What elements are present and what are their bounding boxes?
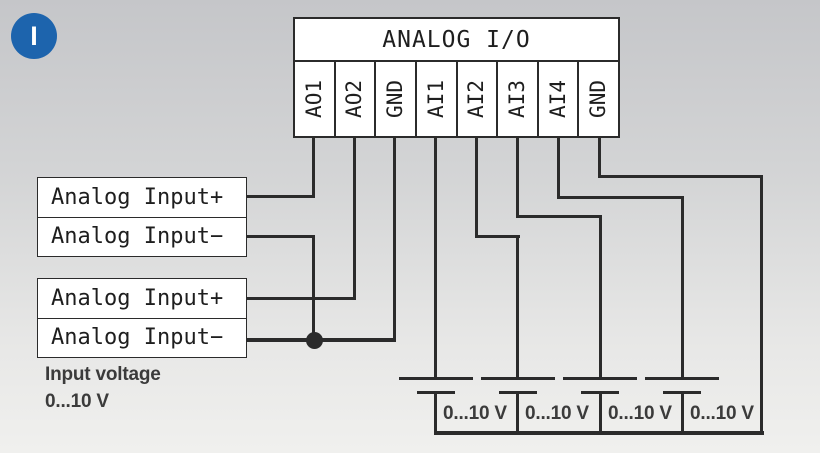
wire-ai2-horizontal [475,235,520,238]
wire-junction-dot [306,332,323,349]
pin-label: AO2 [342,80,367,118]
wire-ai3-horizontal [516,215,602,218]
input-voltage-caption: Input voltage 0...10 V [45,361,161,415]
pin-label: AI3 [504,80,529,118]
wire-ao2-horizontal [247,297,356,300]
wire-ai4-vertical-lower [681,196,684,379]
battery-3-long-plate-icon [563,377,637,380]
battery-1-tail-wire [434,391,437,433]
wire-gnd2-horizontal [598,175,763,178]
wire-ai3-vertical-lower [599,215,602,379]
terminal-pin-gnd1: GND [376,62,417,136]
voltage-source-label-3: 0...10 V [608,403,672,424]
analog-input-minus-label-1: Analog Input− [51,224,224,250]
analog-io-terminal-block: ANALOG I/O AO1 AO2 GND AI1 AI2 AI3 AI4 G… [293,17,620,138]
caption-line-2: 0...10 V [45,391,109,412]
pin-label: GND [383,80,408,118]
wire-gnd1-vertical [393,138,396,341]
wire-ai4-horizontal [557,196,684,199]
wire-ai3-vertical-upper [516,138,519,218]
analog-input-plus-label-2: Analog Input+ [38,279,246,319]
terminal-block-title: ANALOG I/O [295,19,618,62]
terminal-pin-ai3: AI3 [498,62,539,136]
terminal-pin-row: AO1 AO2 GND AI1 AI2 AI3 AI4 GND [295,62,618,136]
voltage-source-label-1: 0...10 V [443,403,507,424]
battery-2-long-plate-icon [481,377,555,380]
battery-3-tail-wire [599,391,602,433]
analog-input-plus-label-1: Analog Input+ [38,178,246,218]
pin-label: AO1 [301,80,326,118]
wire-ao1-horizontal [247,195,315,198]
terminal-pin-ai4: AI4 [539,62,580,136]
battery-1-long-plate-icon [399,377,473,380]
wire-ai4-vertical-upper [557,138,560,199]
terminal-pin-ao1: AO1 [295,62,336,136]
wire-ground-bus [434,431,764,435]
voltage-source-label-4: 0...10 V [690,403,754,424]
info-step-badge: I [11,13,57,59]
wire-gnd2-vertical-lower [760,175,763,435]
wire-ai2-vertical-lower [516,235,519,379]
pin-label: AI4 [545,80,570,118]
terminal-pin-ai1: AI1 [417,62,458,136]
input-box-group-2: Analog Input+ Analog Input− [37,278,247,358]
voltage-source-label-2: 0...10 V [525,403,589,424]
wire-ai1-vertical [434,138,437,379]
wire-branch-horizontal [247,235,315,238]
terminal-pin-ao2: AO2 [336,62,377,136]
pin-label: AI2 [464,80,489,118]
terminal-pin-ai2: AI2 [458,62,499,136]
battery-4-long-plate-icon [645,377,719,380]
info-step-badge-label: I [30,20,38,51]
terminal-pin-gnd2: GND [579,62,618,136]
wire-ao1-vertical [312,138,315,198]
pin-label: AI1 [423,80,448,118]
pin-label: GND [586,80,611,118]
battery-4-tail-wire [681,391,684,433]
wire-branch-vertical [312,235,315,340]
wire-gnd2-vertical-upper [598,138,601,178]
analog-input-minus-label-2: Analog Input− [51,325,224,351]
battery-2-tail-wire [516,391,519,433]
wire-ai2-vertical-upper [475,138,478,238]
caption-line-1: Input voltage [45,364,161,385]
wire-ao2-vertical [353,138,356,300]
input-box-group-1: Analog Input+ Analog Input− [37,177,247,257]
